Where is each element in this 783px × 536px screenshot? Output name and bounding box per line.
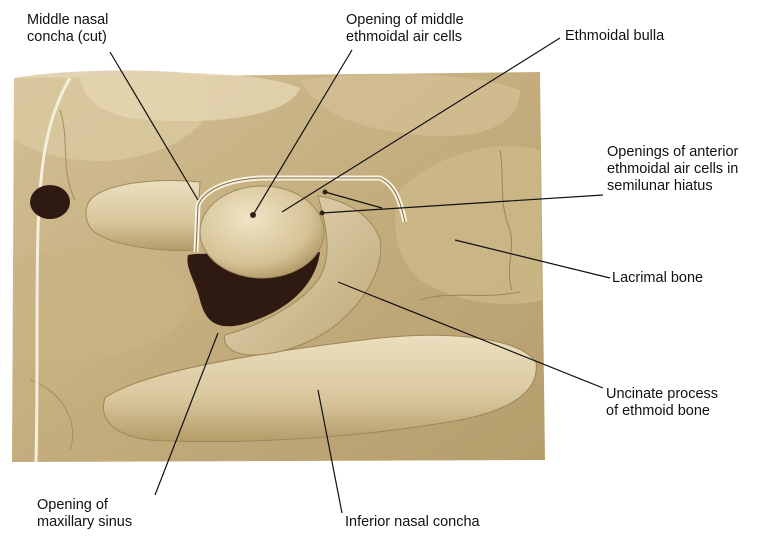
foramen-dark-spot: [30, 185, 70, 219]
label-inferior-nasal-concha: Inferior nasal concha: [345, 514, 480, 531]
label-opening-maxillary-sinus: Opening of maxillary sinus: [37, 497, 132, 531]
label-openings-anterior-ethmoidal: Openings of anterior ethmoidal air cells…: [607, 144, 738, 195]
label-opening-middle-ethmoidal: Opening of middle ethmoidal air cells: [346, 12, 464, 46]
label-uncinate-process: Uncinate process of ethmoid bone: [606, 386, 718, 420]
label-lacrimal-bone: Lacrimal bone: [612, 270, 703, 287]
label-ethmoidal-bulla: Ethmoidal bulla: [565, 28, 664, 45]
label-middle-nasal-concha: Middle nasal concha (cut): [27, 12, 108, 46]
